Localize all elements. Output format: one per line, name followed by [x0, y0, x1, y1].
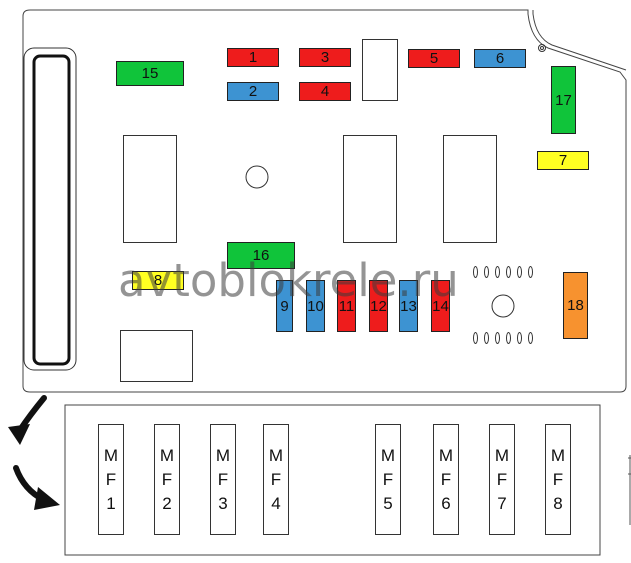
fuse-15: 15	[116, 61, 184, 86]
relay-bottom	[120, 330, 193, 382]
fuse-10: 10	[306, 280, 325, 332]
mount-hole	[245, 165, 269, 189]
relay-left	[123, 135, 177, 243]
fuse-14: 14	[431, 280, 450, 332]
fuse-1: 1	[227, 48, 279, 67]
fuse-16: 16	[227, 242, 295, 269]
arrow-right-icon	[13, 465, 60, 510]
fuse-13: 13	[399, 280, 418, 332]
fuse-3: 3	[299, 48, 351, 67]
arrow-down-icon	[8, 395, 47, 445]
fuse-8: 8	[132, 271, 184, 290]
relay-right	[443, 135, 497, 243]
fuse-6: 6	[474, 49, 526, 68]
fuse-5: 5	[408, 49, 460, 68]
relay-middle	[343, 135, 397, 243]
connector-inner	[32, 54, 71, 366]
mount-hole-2	[491, 294, 515, 318]
fuse-4: 4	[299, 82, 351, 101]
screw-icon	[538, 44, 546, 52]
fuse-17: 17	[551, 66, 576, 134]
fuse-12: 12	[369, 280, 388, 332]
fuse-11: 11	[337, 280, 356, 332]
fuse-2: 2	[227, 82, 279, 101]
fuse-9: 9	[276, 280, 293, 332]
relay-top	[362, 39, 398, 101]
fuse-18: 18	[563, 272, 588, 339]
maxi-fuse-box	[64, 404, 601, 556]
fuse-7: 7	[537, 151, 589, 170]
